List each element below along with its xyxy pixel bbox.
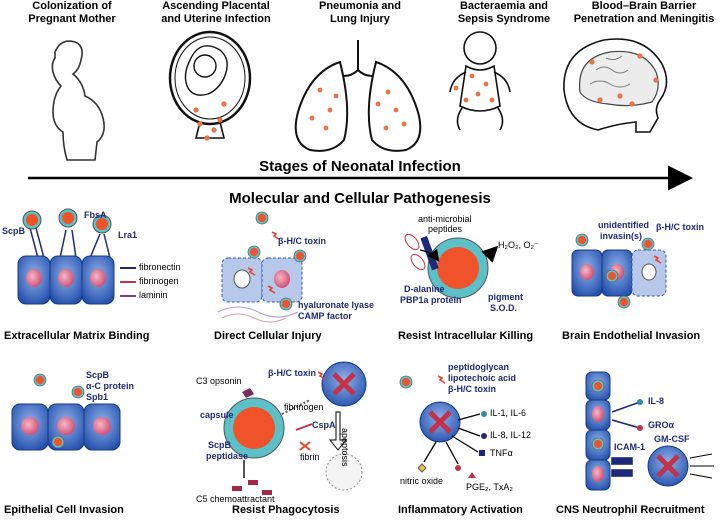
stage-title-line2: Pregnant Mother xyxy=(28,13,116,25)
direct-injury-diagram xyxy=(217,211,307,323)
invasin-label-2: invasin(s) xyxy=(600,231,643,241)
camp-label: CAMP factor xyxy=(298,311,352,321)
fbsa-label: FbsA xyxy=(84,210,107,220)
inflammatory-caption: Inflammatory Activation xyxy=(398,504,523,516)
tnf-label: TNFα xyxy=(490,448,513,458)
pigment-label: pigment xyxy=(488,292,523,302)
toxin-label: β-H/C toxin xyxy=(278,236,326,246)
stage-title-line1: Bacteraemia and xyxy=(459,0,549,12)
phago-toxin-label: β-H/C toxin xyxy=(268,368,316,378)
hyaluronate-label: hyaluronate lyase xyxy=(298,300,375,310)
timeline-title: Stages of Neonatal Infection xyxy=(259,158,461,175)
fibrin-label: fibrin xyxy=(300,452,320,462)
brain-caption: Brain Endothelial Invasion xyxy=(562,330,701,342)
stage-title-line2: and Uterine Infection xyxy=(161,13,271,25)
cns-caption: CNS Neutrophil Recruitment xyxy=(556,504,705,516)
scpb-peptidase-label-2: peptidase xyxy=(206,451,249,461)
gro-label: GROα xyxy=(648,420,675,430)
stage-bacteraemia: Bacteraemia and Sepsis Syndrome xyxy=(432,0,576,26)
pbp1a-label: PBP1a protein xyxy=(400,295,462,305)
inflam-toxin-label: β-H/C toxin xyxy=(448,384,496,394)
gmcsf-label: GM-CSF xyxy=(654,434,690,444)
c5-label: C5 chemoattractant xyxy=(196,494,275,504)
ecm-caption: Extracellular Matrix Binding xyxy=(4,330,150,342)
spb1-label: Spb1 xyxy=(86,392,109,402)
peptidoglycan-label: peptidoglycan xyxy=(448,362,510,372)
brain-invasion-diagram xyxy=(571,233,667,309)
lungs-illustration xyxy=(294,40,422,152)
scpb-label: ScpB xyxy=(2,226,26,236)
stage-title-line2: Penetration and Meningitis xyxy=(573,13,715,25)
capsule-label: capsule xyxy=(200,410,234,420)
phago-fibrinogen-label: fibrinogen xyxy=(284,402,324,412)
stage-title-line1: Pneumonia and xyxy=(319,0,401,12)
inflammatory-diagram xyxy=(399,375,487,478)
c3-label: C3 opsonin xyxy=(196,376,242,386)
direct-injury-caption: Direct Cellular Injury xyxy=(214,330,322,342)
il1-label: IL-1, IL-6 xyxy=(490,408,527,418)
il8-cns-label: IL-8 xyxy=(648,396,665,406)
pathogenesis-title: Molecular and Cellular Pathogenesis xyxy=(229,190,491,207)
dalanine-label: D-alanine xyxy=(404,284,445,294)
il8-label: IL-8, IL-12 xyxy=(490,430,532,440)
uterus-fetus-illustration xyxy=(168,30,252,141)
phagocytosis-diagram xyxy=(223,361,367,495)
stage-meningitis: Blood–Brain Barrier Penetration and Meni… xyxy=(568,0,720,26)
brain-head-illustration xyxy=(563,38,668,133)
ros-label: H₂O₂, O₂⁻ xyxy=(498,240,539,250)
invasin-label-1: unidentified xyxy=(598,220,649,230)
sod-label: S.O.D. xyxy=(490,303,518,313)
fibronectin-label: fibronectin xyxy=(139,262,181,272)
epithelial-caption: Epithelial Cell Invasion xyxy=(4,504,124,516)
lra1-label: Lra1 xyxy=(118,230,138,240)
lta-label: lipotechoic acid xyxy=(448,373,517,383)
stage-colonization: Colonization of Pregnant Mother xyxy=(0,0,144,26)
infant-illustration xyxy=(449,31,511,131)
apoptosis-label: apoptosis xyxy=(340,428,350,467)
stage-title-line2: Sepsis Syndrome xyxy=(457,13,551,25)
ecm-binding-diagram xyxy=(17,208,136,305)
epithelial-invasion-diagram xyxy=(11,373,121,451)
intracellular-caption: Resist Intracellular Killing xyxy=(398,330,534,342)
fibrinogen-label: fibrinogen xyxy=(139,276,179,286)
pregnant-mother-illustration xyxy=(51,40,105,161)
laminin-label: laminin xyxy=(139,290,168,300)
alpha-c-label: α-C protein xyxy=(86,381,135,391)
nitric-oxide-label: nitric oxide xyxy=(400,476,444,486)
stage-title-line2: Lung Injury xyxy=(330,13,390,25)
amp-label-1: anti-microbial xyxy=(418,214,472,224)
pge2-label: PGE₂, TxA₂ xyxy=(466,482,513,492)
cns-recruitment-diagram xyxy=(585,371,714,491)
stage-title-line1: Ascending Placental xyxy=(162,0,270,12)
amp-label-2: peptides xyxy=(428,224,463,234)
stage-title-line1: Colonization of xyxy=(32,0,112,12)
cspa-label: CspA xyxy=(312,420,336,430)
intracellular-diagram xyxy=(404,233,499,299)
stage-title-line1: Blood–Brain Barrier xyxy=(591,0,697,12)
phagocytosis-caption: Resist Phagocytosis xyxy=(232,504,340,516)
epi-scpb-label: ScpB xyxy=(86,370,110,380)
brain-toxin-label: β-H/C toxin xyxy=(656,222,704,232)
icam-label: ICAM-1 xyxy=(614,442,645,452)
scpb-peptidase-label-1: ScpB xyxy=(208,440,232,450)
stage-ascending-infection: Ascending Placental and Uterine Infectio… xyxy=(144,0,288,26)
stage-pneumonia: Pneumonia and Lung Injury xyxy=(288,0,432,26)
